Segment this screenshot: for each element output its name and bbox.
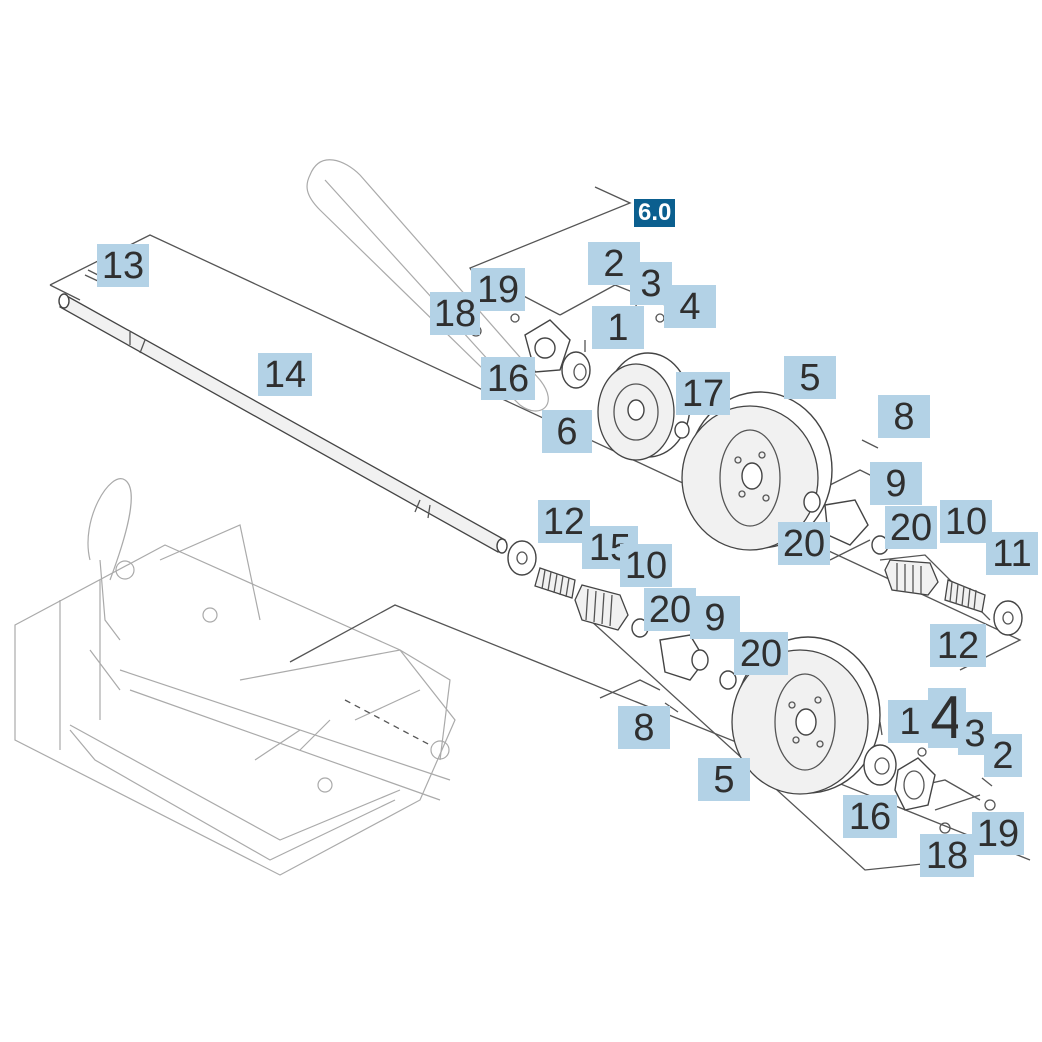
callout-6[interactable]: 6 — [542, 410, 592, 453]
upper-pulley-group — [470, 301, 691, 461]
callout-17[interactable]: 17 — [676, 372, 730, 415]
callout-16[interactable]: 16 — [481, 357, 535, 400]
drive-shaft-14 — [58, 269, 508, 554]
callout-19[interactable]: 19 — [972, 812, 1024, 855]
mower-body-outline — [14, 478, 456, 876]
callout-20[interactable]: 20 — [734, 632, 788, 675]
callout-8[interactable]: 8 — [618, 706, 670, 749]
callout-11[interactable]: 11 — [986, 532, 1038, 575]
callout-9[interactable]: 9 — [690, 596, 740, 639]
callout-20[interactable]: 20 — [644, 588, 696, 631]
callout-19[interactable]: 19 — [471, 268, 525, 311]
callout-20[interactable]: 20 — [778, 522, 830, 565]
callout-4[interactable]: 4 — [664, 285, 716, 328]
callout-3[interactable]: 3 — [630, 262, 672, 305]
upper-wheel — [681, 391, 833, 551]
callout-1[interactable]: 1 — [888, 700, 932, 743]
callout-13[interactable]: 13 — [97, 244, 149, 287]
callout-1[interactable]: 1 — [592, 306, 644, 349]
callout-9[interactable]: 9 — [870, 462, 922, 505]
callout-12[interactable]: 12 — [930, 624, 986, 667]
callout-12[interactable]: 12 — [538, 500, 590, 543]
callout-10[interactable]: 10 — [940, 500, 992, 543]
callout-18[interactable]: 18 — [920, 834, 974, 877]
reference-badge-6-0[interactable]: 6.0 — [634, 199, 676, 227]
upper-hub-parts — [803, 439, 1023, 636]
callout-8[interactable]: 8 — [878, 395, 930, 438]
callout-20[interactable]: 20 — [885, 506, 937, 549]
callout-18[interactable]: 18 — [430, 292, 480, 335]
callout-2[interactable]: 2 — [984, 734, 1022, 777]
callout-5[interactable]: 5 — [784, 356, 836, 399]
lower-wheel — [731, 636, 881, 795]
callout-10[interactable]: 10 — [620, 544, 672, 587]
callout-16[interactable]: 16 — [843, 795, 897, 838]
callout-5[interactable]: 5 — [698, 758, 750, 801]
lower-hub-parts — [863, 721, 996, 834]
callout-14[interactable]: 14 — [258, 353, 312, 396]
middle-shaft-parts — [507, 540, 737, 713]
